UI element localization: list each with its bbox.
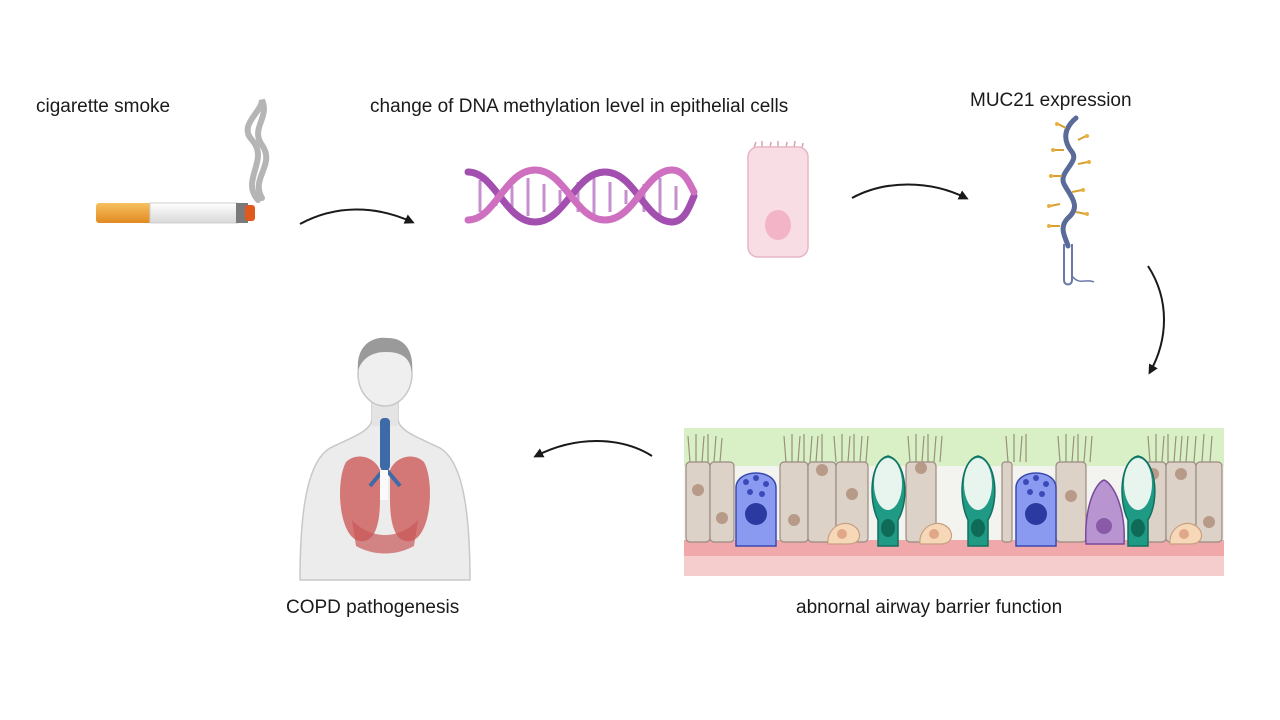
muc21-expression-label: MUC21 expression xyxy=(970,90,1132,111)
muc21-mucin-icon xyxy=(1047,115,1095,286)
human-lungs-icon xyxy=(299,337,471,581)
arrow-cell-to-muc21 xyxy=(851,183,969,200)
arrow-smoke-to-dna xyxy=(299,208,415,225)
goblet-cell xyxy=(871,455,1156,547)
epithelial-cell-icon xyxy=(747,140,809,258)
basal-cell xyxy=(827,522,1203,545)
flow-arrows xyxy=(299,183,1165,458)
cigarette-smoke-label: cigarette smoke xyxy=(36,96,171,117)
neuroendocrine-cell xyxy=(1085,479,1125,545)
airway-barrier-label: abnornal airway barrier function xyxy=(796,597,1063,618)
airway-epithelium-icon xyxy=(684,428,1224,576)
arrow-airway-to-copd xyxy=(533,440,653,458)
cigarette-icon xyxy=(96,98,270,224)
dna-helix-icon xyxy=(464,166,698,226)
arrow-muc21-to-airway xyxy=(1147,265,1165,375)
dna-methylation-label: change of DNA methylation level in epith… xyxy=(370,96,789,117)
copd-pathogenesis-label: COPD pathogenesis xyxy=(286,597,460,618)
club-cell xyxy=(735,472,1057,547)
